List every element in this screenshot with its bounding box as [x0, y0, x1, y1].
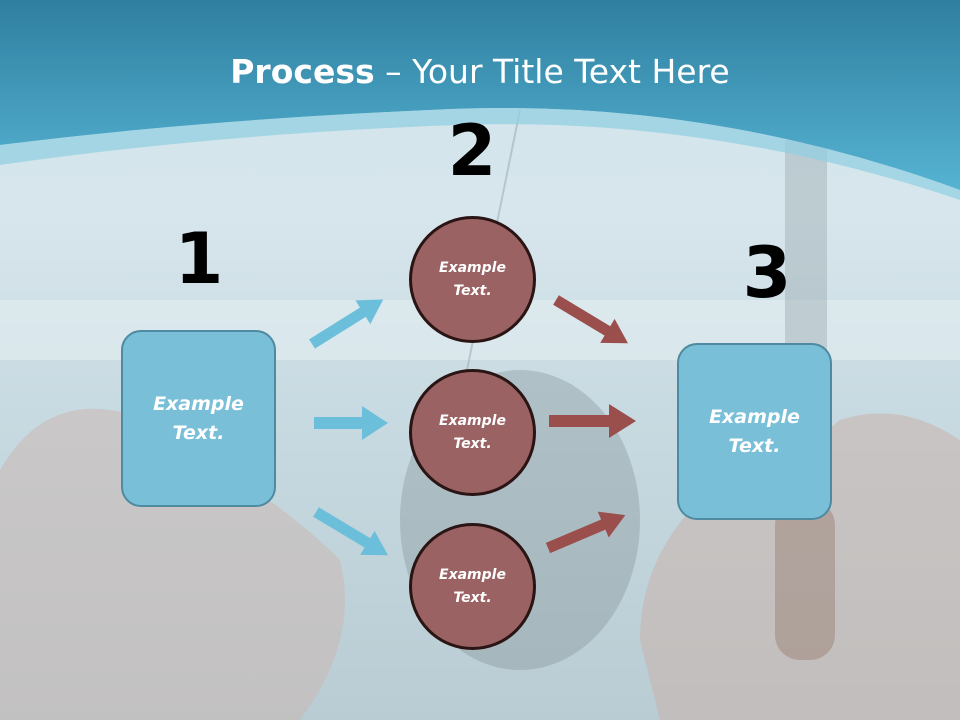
title-bold: Process [230, 52, 375, 91]
circle-bottom-text: Example Text. [439, 566, 506, 606]
circle-middle: Example Text. [409, 369, 536, 496]
rod-handle-shape [775, 500, 835, 660]
box-left-text: Example Text. [153, 392, 244, 444]
step-number-1: 1 [174, 218, 224, 300]
box-left: Example Text. [121, 330, 276, 507]
arrow-red-mid [549, 404, 636, 438]
arrow-blue-up [309, 299, 384, 349]
arrow-blue-down [313, 507, 389, 556]
arrow-red-up [545, 511, 626, 554]
header-wave [0, 107, 960, 200]
box-right: Example Text. [677, 343, 832, 520]
circle-top: Example Text. [409, 216, 536, 343]
arrow-red-down [553, 295, 629, 344]
circle-top-text: Example Text. [439, 259, 506, 299]
left-hand-shape [0, 408, 345, 720]
step-number-2: 2 [447, 110, 497, 192]
title-rest: – Your Title Text Here [374, 52, 730, 91]
arrows-red [545, 295, 636, 554]
box-right-text: Example Text. [709, 405, 800, 457]
arrows-blue [309, 299, 389, 556]
slide-title: Process – Your Title Text Here [0, 52, 960, 91]
arrow-blue-mid [314, 406, 388, 440]
circle-bottom: Example Text. [409, 523, 536, 650]
step-number-3: 3 [742, 232, 792, 314]
circle-middle-text: Example Text. [439, 412, 506, 452]
header-band [0, 0, 960, 190]
right-hand-shape [640, 413, 960, 720]
